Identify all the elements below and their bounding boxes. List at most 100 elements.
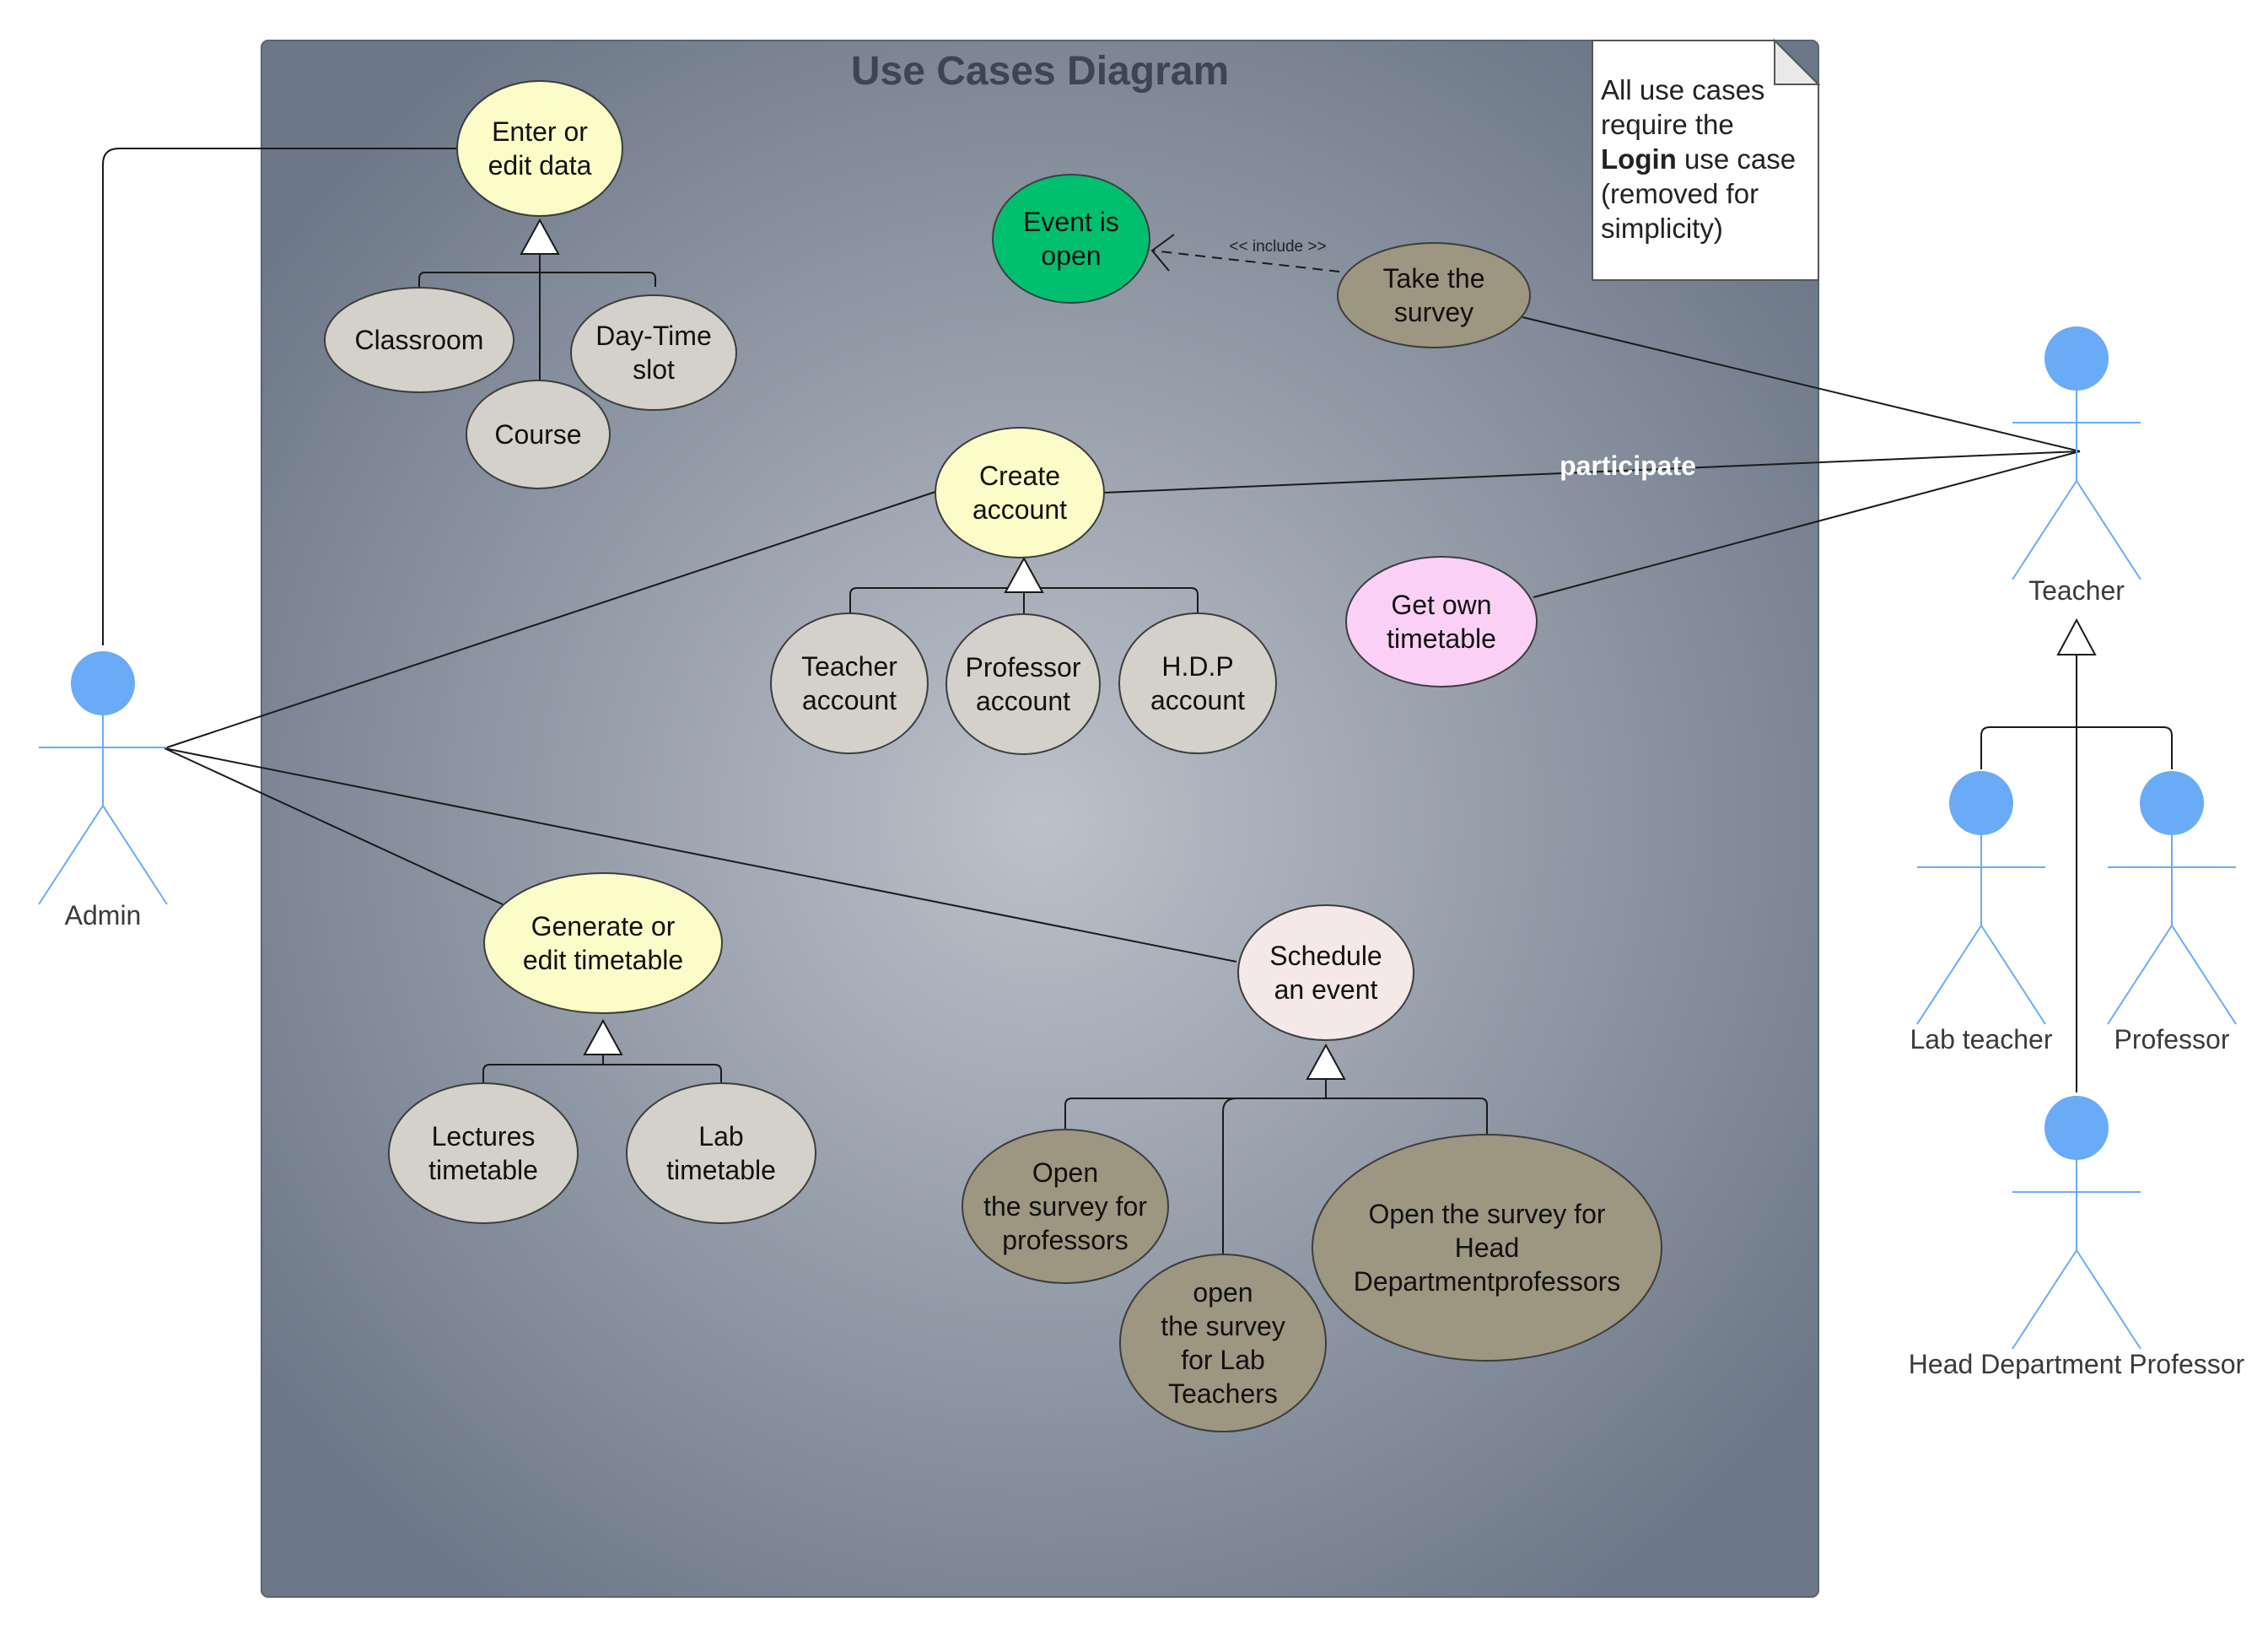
actor-label: Admin xyxy=(65,900,142,930)
generalization-teacher[interactable] xyxy=(1980,618,2173,1092)
actor-leg xyxy=(2076,480,2141,580)
use-case-ellipse xyxy=(962,1129,1169,1284)
actor-head xyxy=(2044,1096,2109,1160)
actor-head xyxy=(71,651,135,715)
use-case-label-line: open xyxy=(1193,1277,1253,1308)
use-case-label-line: timetable xyxy=(428,1155,538,1185)
actor-leg xyxy=(2171,925,2237,1025)
actor-head xyxy=(1949,771,2013,835)
note-line: All use cases xyxy=(1601,74,1764,105)
use-case-ellipse xyxy=(626,1082,816,1224)
assoc-admin-schedule-event[interactable] xyxy=(164,747,1237,963)
use-case-label-line: Departmentprofessors xyxy=(1354,1266,1621,1297)
actor-label: Head Department Professor xyxy=(1909,1349,2245,1379)
note-line: require the xyxy=(1601,109,1734,140)
assoc-teacher-take-survey[interactable] xyxy=(1522,316,2081,452)
use-case-ellipse xyxy=(388,1082,579,1224)
assoc-admin-enter-data[interactable] xyxy=(102,148,457,645)
actor-admin[interactable]: Admin xyxy=(38,651,168,930)
use-case-ellipse xyxy=(945,613,1101,755)
note-line: (removed for xyxy=(1601,178,1759,209)
note-run: Login xyxy=(1601,143,1677,175)
use-case-label-line: professors xyxy=(1002,1225,1128,1255)
assoc-admin-gen-timetable[interactable] xyxy=(164,747,505,906)
use-case-label: Classroom xyxy=(355,325,484,355)
use-case-ellipse xyxy=(1237,904,1414,1041)
use-case-course[interactable]: Course xyxy=(466,380,611,489)
use-case-ellipse xyxy=(770,612,929,754)
actor-professor[interactable]: Professor xyxy=(2107,771,2237,1055)
generalization-create-account[interactable] xyxy=(849,556,1199,614)
use-case-classroom[interactable]: Classroom xyxy=(324,287,514,393)
edges: participate << include >> xyxy=(102,148,2173,1259)
actor-leg xyxy=(2012,480,2077,580)
diagram-title: Use Cases Diagram xyxy=(851,49,1229,94)
use-case-label-line: Generate or xyxy=(531,911,676,941)
use-case-label: Course xyxy=(494,419,581,450)
actor-hdp[interactable]: Head Department Professor xyxy=(1909,1096,2245,1379)
use-case-label-line: Open the survey for xyxy=(1368,1199,1605,1229)
assoc-admin-create-account[interactable] xyxy=(164,491,936,749)
include-label: << include >> xyxy=(1229,238,1326,256)
assoc-teacher-create-account[interactable] xyxy=(1103,450,2081,494)
use-case-label-line: Schedule xyxy=(1269,941,1382,971)
use-case-label-line: open xyxy=(1041,240,1101,271)
use-case-label-line: account xyxy=(976,686,1070,716)
use-case-label-line: Teacher xyxy=(801,651,897,682)
generalization-arrowhead xyxy=(583,1018,623,1055)
include-dependency[interactable] xyxy=(1151,250,1340,272)
note-run: require the xyxy=(1601,109,1734,140)
use-case-label-line: Get own xyxy=(1391,590,1491,620)
participate-label: participate xyxy=(1560,450,1696,481)
actor-teacher[interactable]: Teacher xyxy=(2012,326,2141,606)
actor-lab-teacher[interactable]: Lab teacher xyxy=(1910,771,2053,1055)
use-case-label-line: Professor xyxy=(966,652,1081,682)
assoc-teacher-own-timetable[interactable] xyxy=(1533,450,2081,598)
generalization-schedule-event[interactable] xyxy=(1064,1043,1488,1259)
actor-label: Professor xyxy=(2114,1024,2230,1055)
note-line: simplicity) xyxy=(1601,213,1723,244)
note-fold xyxy=(1774,38,1821,85)
use-case-label-line: Open xyxy=(1032,1157,1098,1188)
use-case-label-line: Take the xyxy=(1383,263,1485,294)
use-case-label-line: Course xyxy=(494,419,581,450)
use-case-label-line: Lab xyxy=(698,1121,743,1152)
generalization-enter-data[interactable] xyxy=(418,218,656,385)
use-case-label-line: the survey for xyxy=(983,1191,1147,1222)
use-case-label-line: Create xyxy=(979,461,1060,491)
actor-leg xyxy=(38,805,104,905)
generalization-arrowhead xyxy=(2056,618,2097,655)
use-case-ellipse xyxy=(1119,1254,1327,1432)
use-case-ellipse xyxy=(456,80,623,217)
use-case-ellipse xyxy=(483,872,723,1014)
generalization-gen-timetable[interactable] xyxy=(482,1018,722,1082)
use-case-professor-account[interactable]: Professor account xyxy=(945,613,1101,755)
actor-leg xyxy=(2012,1249,2077,1350)
actor-leg xyxy=(2076,1249,2141,1350)
use-case-label-line: edit data xyxy=(488,150,592,181)
